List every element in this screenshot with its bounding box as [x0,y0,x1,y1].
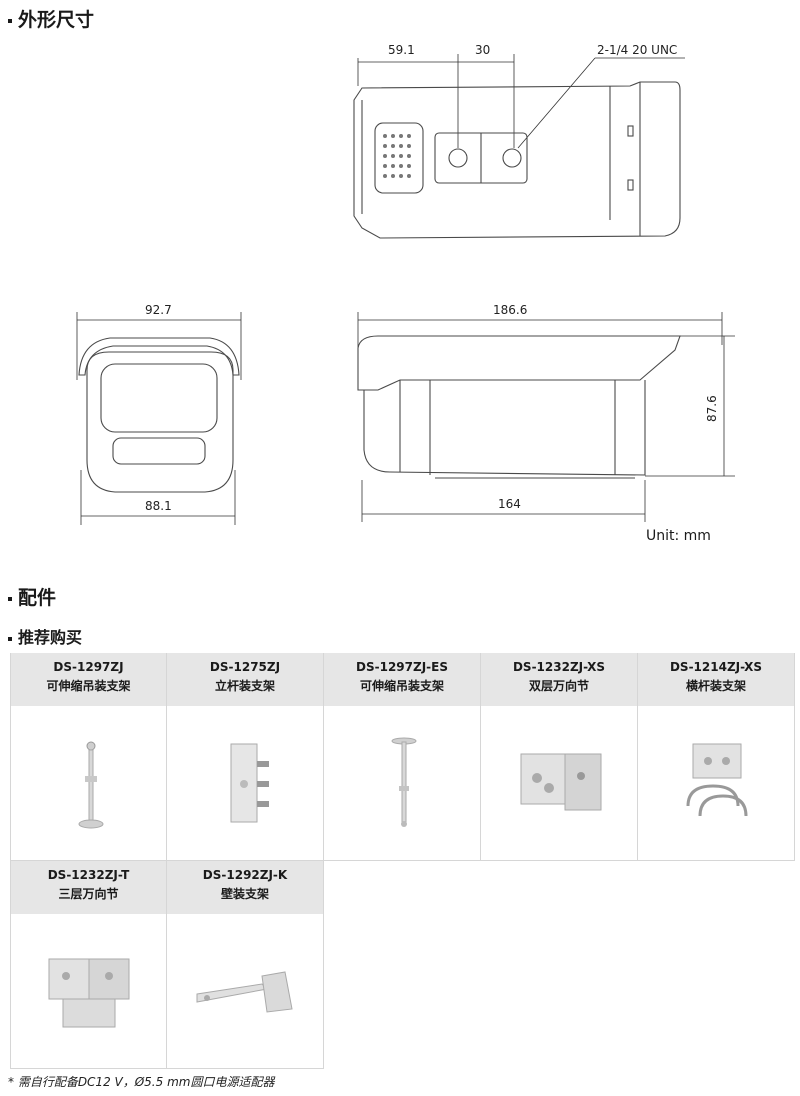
accessory-card-header: DS-1292ZJ-K 壁装支架 [167,861,323,914]
thread-leader [517,57,596,149]
front-view-drawing: 92.7 88.1 [76,303,242,525]
bullet-icon [8,18,12,23]
accessory-card[interactable]: DS-1232ZJ-T 三层万向节 [10,861,167,1069]
front-width-bottom: 88.1 [145,499,172,513]
accessory-name: 三层万向节 [58,887,119,901]
accessory-card-header: DS-1297ZJ-ES 可伸缩吊装支架 [324,653,480,706]
accessory-card[interactable]: DS-1297ZJ-ES 可伸缩吊装支架 [324,653,481,861]
accessory-model: DS-1297ZJ-ES [356,660,448,674]
accessory-name: 壁装支架 [220,887,269,901]
accessory-name: 双层万向节 [528,679,589,693]
dim-label-59: 59.1 [388,43,415,57]
accessory-model: DS-1232ZJ-XS [512,660,606,674]
accessory-model: DS-1232ZJ-T [47,868,130,882]
front-width-top: 92.7 [145,303,172,317]
telescopic-pendant-mount-long-icon [391,737,417,827]
mount-hole-2 [502,148,522,168]
accessory-card[interactable]: DS-1214ZJ-XS 横杆装支架 [638,653,795,861]
top-body-outline [353,81,681,239]
accessory-card-header: DS-1214ZJ-XS 横杆装支架 [638,653,794,706]
dimensions-title-text: 外形尺寸 [18,9,95,31]
accessory-card-header: DS-1232ZJ-XS 双层万向节 [481,653,637,706]
side-length-top: 186.6 [493,303,527,317]
triple-universal-joint-icon [48,958,130,1028]
dimensions-section-title: 外形尺寸 [8,5,94,32]
accessory-name: 立杆装支架 [214,679,275,693]
double-universal-joint-icon [520,753,602,811]
accessory-name: 可伸缩吊装支架 [46,679,131,693]
top-slot-2 [627,179,634,191]
side-length-bottom: 164 [498,497,521,511]
front-sunshield [78,337,240,376]
telescopic-pendant-mount-icon [78,741,104,829]
side-height-label: 87.6 [705,395,719,422]
wall-mount-icon [196,971,293,1013]
dim-label-30: 30 [475,43,490,57]
accessory-model: DS-1275ZJ [209,660,281,674]
accessory-grid: DS-1297ZJ 可伸缩吊装支架 DS-1275ZJ 立杆装支架 DS-129… [10,653,795,1073]
accessory-card[interactable]: DS-1232ZJ-XS 双层万向节 [481,653,638,861]
thread-label: 2-1/4 20 UNC [597,43,677,57]
side-view-drawing: 186.6 87.6 164 [357,303,735,522]
side-body-outline [363,380,646,476]
side-sunshield [357,335,681,391]
accessory-model: DS-1297ZJ [53,660,124,674]
front-lens-window [100,363,218,433]
accessory-model: DS-1292ZJ-K [202,868,288,882]
mount-hole-1 [448,148,468,168]
accessories-title-text: 配件 [18,587,57,609]
pole-mount-icon [230,743,269,823]
crossbar-mount-icon [686,743,748,817]
recommended-title-text: 推荐购买 [18,628,83,647]
footnote: * 需自行配备DC12 V，Ø5.5 mm圆口电源适配器 [8,1075,275,1089]
unit-label: Unit: mm [646,528,711,544]
accessory-card-header: DS-1232ZJ-T 三层万向节 [11,861,166,914]
front-body-outline [86,351,234,493]
top-view-drawing: 59.1 30 2-1/4 20 UNC [353,43,685,239]
accessory-card-header: DS-1297ZJ 可伸缩吊装支架 [11,653,166,706]
accessory-name: 可伸缩吊装支架 [359,679,444,693]
accessories-section-title: 配件 [8,583,56,610]
accessory-card-header: DS-1275ZJ 立杆装支架 [167,653,323,706]
accessory-card[interactable]: DS-1297ZJ 可伸缩吊装支架 [10,653,167,861]
front-ir-window [112,437,206,465]
accessory-card[interactable]: DS-1275ZJ 立杆装支架 [167,653,324,861]
accessory-model: DS-1214ZJ-XS [669,660,763,674]
recommended-subtitle: 推荐购买 [8,624,82,648]
bullet-icon [8,636,12,641]
accessory-card[interactable]: DS-1292ZJ-K 壁装支架 [167,861,324,1069]
bullet-icon [8,596,12,601]
top-slot-1 [627,125,634,137]
accessory-name: 横杆装支架 [685,679,746,693]
top-grille [374,122,424,194]
